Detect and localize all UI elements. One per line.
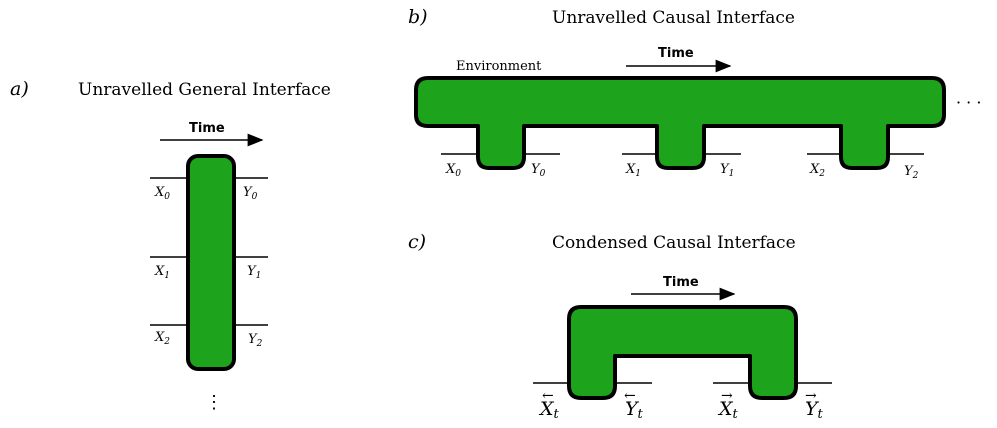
panel-b-title: Unravelled Causal Interface — [552, 8, 795, 28]
panel-c-label-0: Xt — [538, 398, 560, 422]
panel-b-label-x2: X2 — [809, 162, 825, 179]
panel-b-environment-block — [414, 76, 946, 170]
panel-a-label-y1: Y1 — [247, 264, 261, 281]
panel-a-label: a) — [10, 78, 29, 100]
panel-c-label-3: Yt — [805, 398, 824, 422]
panel-a-title: Unravelled General Interface — [78, 80, 331, 100]
panel-c-label: c) — [408, 231, 426, 253]
panel-c: c) Condensed Causal Interface Time ← Xt … — [408, 231, 832, 422]
panel-c-arrow-2: → — [721, 388, 733, 404]
panel-c-time-label: Time — [663, 275, 699, 290]
panel-c-label-2: Xt — [717, 398, 739, 422]
panel-c-label-1: Yt — [625, 398, 644, 422]
panel-a-label-x1: X1 — [154, 264, 170, 281]
panel-a-continuation: ⋮ — [205, 392, 223, 413]
panel-b-label: b) — [408, 6, 428, 28]
panel-b-label-y0: Y0 — [531, 162, 546, 179]
panel-b-continuation: · · · — [956, 93, 981, 112]
panel-c-arrow-1: ← — [624, 388, 636, 404]
panel-a-time-label: Time — [189, 121, 225, 136]
panel-c-arrow-0: ← — [542, 388, 554, 404]
panel-b-time-label: Time — [658, 46, 694, 61]
panel-b-label-y1: Y1 — [720, 162, 734, 179]
panel-b-environment-label: Environment — [456, 59, 542, 74]
panel-a-label-y2: Y2 — [248, 332, 263, 349]
panel-a-label-x2: X2 — [154, 330, 170, 347]
panel-b-label-x0: X0 — [445, 162, 461, 179]
panel-a-label-x0: X0 — [154, 185, 170, 202]
panel-b-label-x1: X1 — [625, 162, 641, 179]
panel-c-title: Condensed Causal Interface — [552, 233, 796, 253]
panel-a: a) Unravelled General Interface Time X0 … — [10, 78, 331, 413]
panel-c-arrow-3: → — [805, 388, 817, 404]
panel-a-label-y0: Y0 — [243, 185, 258, 202]
panel-c-interface-block — [567, 305, 798, 400]
panel-b: b) Unravelled Causal Interface Time Envi… — [408, 6, 981, 181]
panel-a-interface-block — [186, 154, 236, 371]
panel-b-label-y2: Y2 — [904, 164, 919, 181]
